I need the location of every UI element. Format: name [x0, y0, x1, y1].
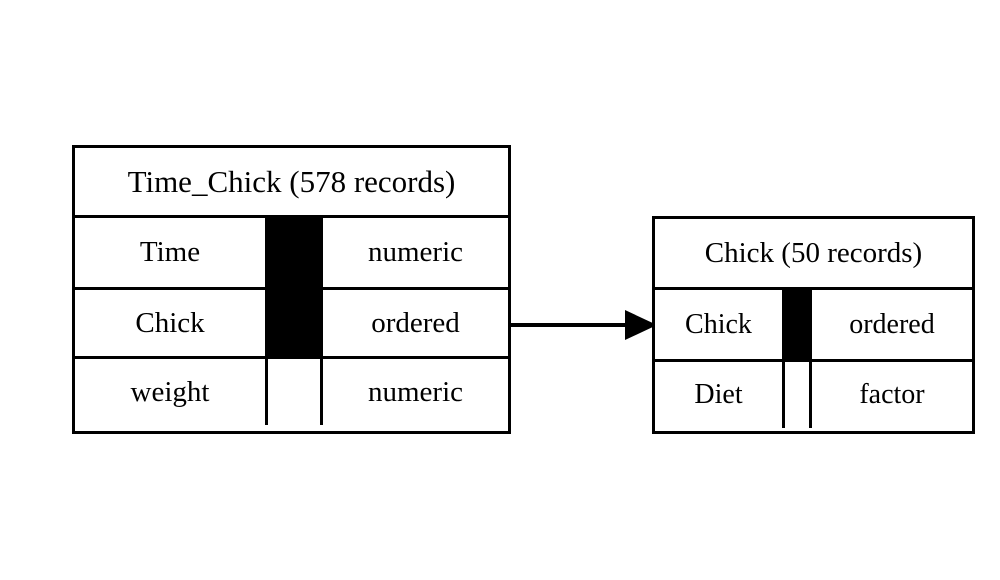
entity-box-chick[interactable]: Chick (50 records) Chick ordered Diet fa…: [652, 216, 975, 434]
field-name-chick: Chick: [75, 290, 265, 356]
field-name-time: Time: [75, 218, 265, 287]
key-marker-time: [265, 218, 323, 287]
field-row-weight[interactable]: weight numeric: [75, 356, 508, 425]
field-type-time: numeric: [323, 218, 508, 287]
key-marker-diet: [782, 362, 812, 428]
field-name-chick-pk: Chick: [655, 290, 782, 359]
field-row-time[interactable]: Time numeric: [75, 218, 508, 287]
field-row-chick[interactable]: Chick ordered: [75, 287, 508, 356]
field-type-diet: factor: [812, 362, 972, 428]
field-type-chick-pk: ordered: [812, 290, 972, 359]
field-name-diet: Diet: [655, 362, 782, 428]
entity-title-chick: Chick (50 records): [655, 219, 972, 290]
arrow-right-icon: [511, 310, 657, 340]
key-marker-chick-pk: [782, 290, 812, 359]
entity-box-time-chick[interactable]: Time_Chick (578 records) Time numeric Ch…: [72, 145, 511, 434]
key-marker-weight: [265, 359, 323, 425]
field-row-diet[interactable]: Diet factor: [655, 359, 972, 428]
field-row-chick-pk[interactable]: Chick ordered: [655, 290, 972, 359]
field-name-weight: weight: [75, 359, 265, 425]
field-type-weight: numeric: [323, 359, 508, 425]
field-type-chick: ordered: [323, 290, 508, 356]
key-marker-chick: [265, 290, 323, 356]
entity-title-time-chick: Time_Chick (578 records): [75, 148, 508, 218]
